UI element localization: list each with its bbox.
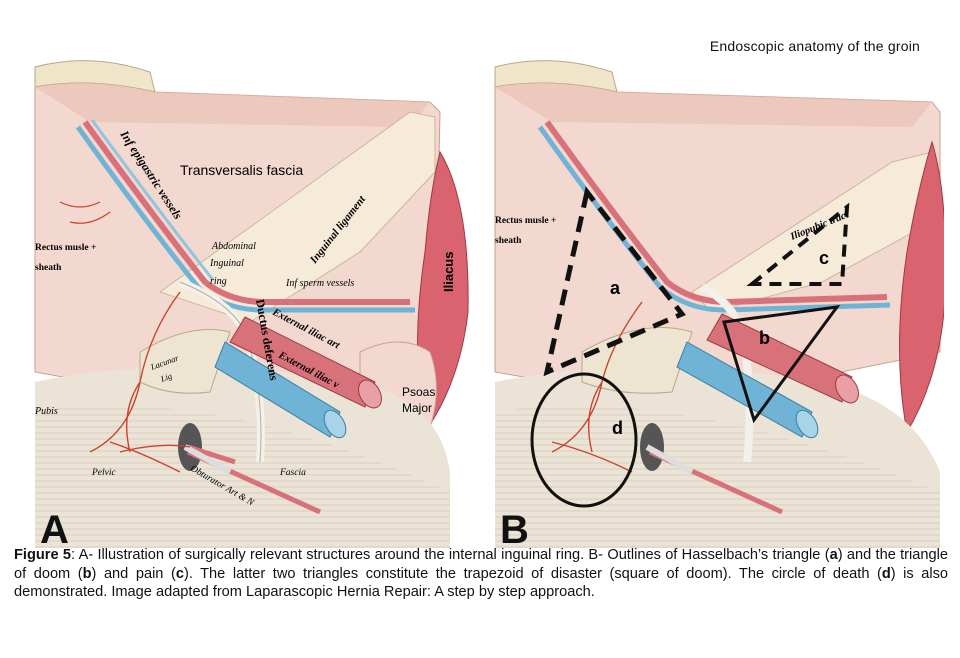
pubic-branch-vessels — [89, 291, 181, 473]
caption-letter-d: d — [881, 565, 891, 582]
label-psoas-line1: Psoas — [402, 385, 435, 399]
caption-letter-a: a — [829, 547, 838, 563]
caption-text-3: ) and pain ( — [91, 565, 176, 582]
label-psoas-line2: Major — [402, 401, 432, 415]
caption-letter-c: c — [175, 565, 184, 582]
label-triangle-b: b — [759, 328, 770, 348]
panel-letter-a: A — [40, 508, 69, 552]
label-triangle-a: a — [610, 278, 621, 298]
triangle-of-doom-outline — [722, 305, 841, 424]
caption-text-2: ) and the triangle of doom ( — [14, 547, 948, 582]
figure-subtitle: Endoscopic anatomy of the groin — [709, 38, 920, 54]
label-rectus-line1: Rectus musle + — [35, 243, 96, 253]
label-pubis: Pubis — [34, 406, 58, 417]
inf-epigastric-artery — [82, 120, 410, 305]
caption-figure-label: Figure 5 — [14, 547, 72, 563]
label-rectus-line1: Rectus musle + — [495, 216, 556, 226]
label-abdominal-ring-line3: ring — [210, 276, 227, 287]
external-iliac-vein — [214, 341, 341, 438]
inf-epigastric-vein — [75, 125, 415, 313]
circle-of-death-outline — [530, 372, 638, 508]
caption-text-5: ) is also demonstrated. Image adapted fr… — [14, 565, 948, 601]
label-transversalis-fascia: Transversalis fascia — [180, 162, 303, 178]
panel-b-outlines: Rectus musle + sheath Iliopubic tract a … — [492, 52, 944, 548]
caption-text-1: : A- Illustration of surgically relevant… — [71, 547, 830, 563]
caption-letter-b: b — [82, 565, 92, 582]
label-abdominal-ring-line2: Inguinal — [209, 258, 244, 269]
label-pelvic: Pelvic — [91, 468, 117, 478]
label-lacunar-line2: Lig — [158, 371, 173, 385]
triangle-of-pain-outline — [746, 202, 850, 286]
label-inf-sperm-vessels: Inf sperm vessels — [285, 278, 354, 289]
panel-letter-b: B — [500, 508, 529, 552]
label-triangle-c: c — [819, 248, 829, 268]
external-iliac-artery — [229, 316, 376, 408]
hasselbach-triangle-outline — [543, 186, 686, 377]
figure-caption: Figure 5: A- Illustration of surgically … — [14, 546, 948, 602]
label-circle-d: d — [612, 418, 623, 438]
caption-text-4: ). The latter two triangles constitute t… — [183, 565, 882, 582]
label-rectus-line2: sheath — [495, 236, 522, 246]
label-rectus-line2: sheath — [35, 263, 62, 273]
label-iliacus: Iliacus — [441, 252, 456, 292]
inf-epigastric-artery — [544, 120, 888, 306]
label-fascia: Fascia — [279, 468, 306, 478]
panel-a-illustration: Transversalis fascia Inf epigastric vess… — [30, 52, 470, 548]
external-iliac-artery — [706, 313, 853, 403]
label-abdominal-ring-line1: Abdominal — [211, 241, 256, 252]
